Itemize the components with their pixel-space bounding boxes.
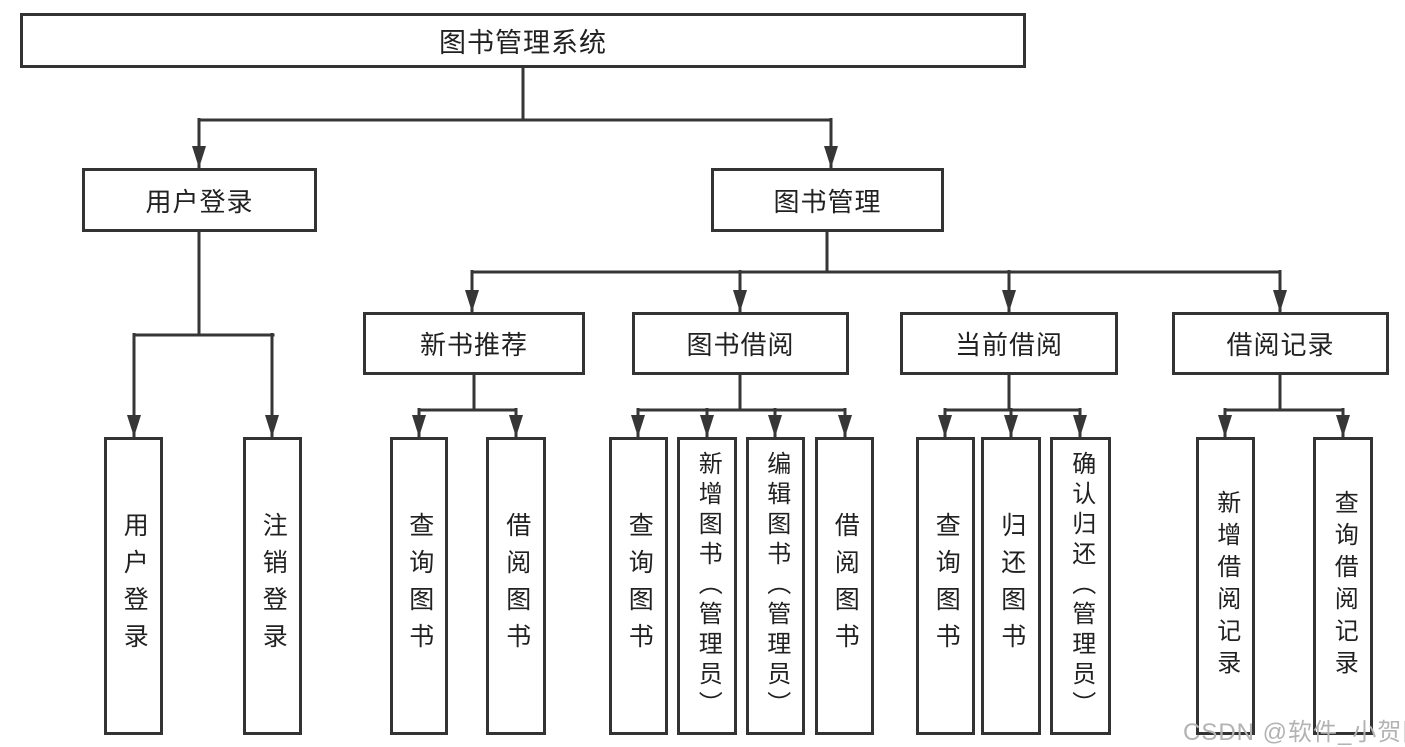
csdn-watermark: CSDN @软件_小贺同学 [1183, 719, 1405, 746]
node-user-login-group: 用户登录 [82, 168, 317, 232]
node-current-borrowing: 当前借阅 [900, 312, 1118, 375]
node-new-book-recommend: 新书推荐 [363, 312, 585, 375]
leaf-logout: 注销登录 [243, 437, 302, 735]
leaf-current-confirm-return-admin: 确认归还（管理员） [1050, 437, 1111, 735]
leaf-newbook-borrow-books: 借阅图书 [486, 437, 546, 735]
leaf-current-return-books: 归还图书 [981, 437, 1041, 735]
node-library-system: 图书管理系统 [20, 13, 1026, 68]
leaf-newbook-query-books: 查询图书 [390, 437, 448, 735]
leaf-records-query-record: 查询借阅记录 [1313, 437, 1373, 735]
leaf-borrow-query-books: 查询图书 [609, 437, 668, 735]
leaf-borrow-edit-books-admin: 编辑图书（管理员） [746, 437, 805, 735]
node-borrowing-records: 借阅记录 [1172, 312, 1389, 375]
node-book-borrowing: 图书借阅 [632, 312, 849, 375]
leaf-user-login: 用户登录 [104, 437, 163, 735]
leaf-borrow-borrow-books: 借阅图书 [815, 437, 874, 735]
leaf-current-query-books: 查询图书 [916, 437, 975, 735]
node-book-management: 图书管理 [711, 168, 944, 232]
leaf-borrow-add-books-admin: 新增图书（管理员） [677, 437, 737, 735]
leaf-records-add-record: 新增借阅记录 [1196, 437, 1255, 735]
